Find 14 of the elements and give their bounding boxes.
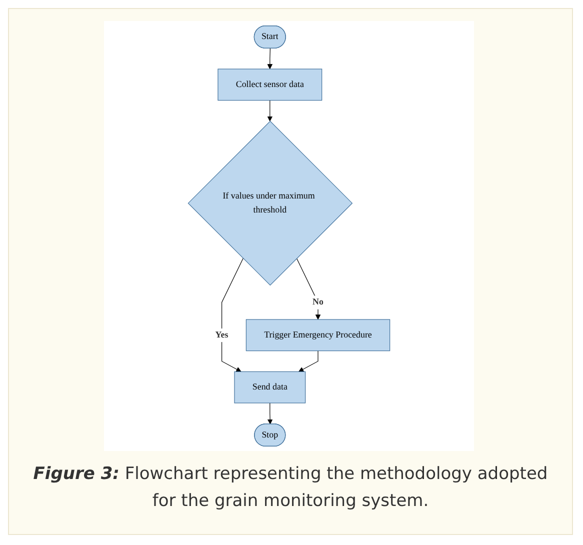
card-background: No Yes Start Collect sensor data If values under maximum threshold Trigger Emergency Procedure Send data Stop Figure 3: Flowchart representing the methodology adopted for the grain monitoring system. [8, 8, 573, 535]
arrow [222, 258, 244, 372]
arrow [298, 350, 318, 372]
node-box [246, 319, 390, 352]
node-box [234, 371, 306, 404]
arrow [267, 100, 273, 122]
arrow [296, 258, 321, 320]
edge-label: No [312, 297, 324, 307]
figure-caption: Figure 3: Flowchart representing the methodology adopted for the grain monitoring system. [32, 463, 549, 513]
edge-label: Yes [215, 330, 228, 340]
arrow [267, 48, 273, 70]
node-box [218, 68, 322, 101]
arrow [267, 402, 273, 424]
node-diamond [188, 120, 353, 286]
